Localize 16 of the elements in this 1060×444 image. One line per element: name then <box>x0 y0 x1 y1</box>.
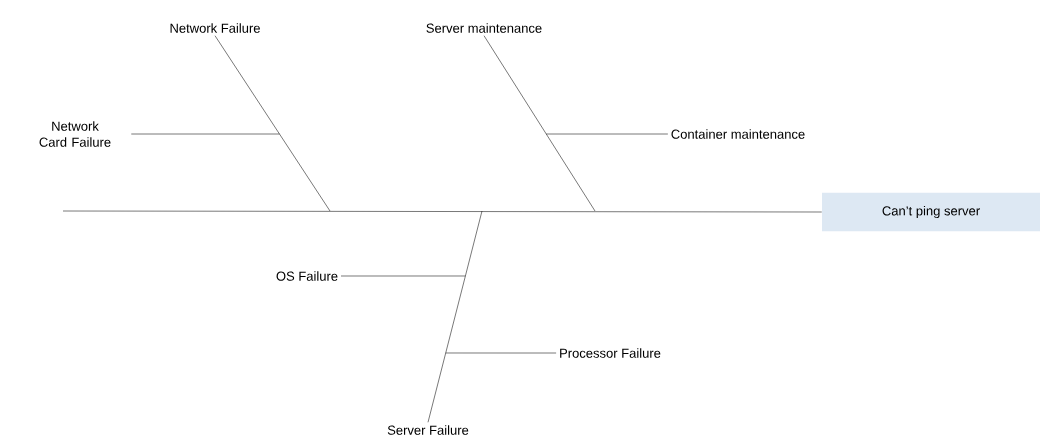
category-label: Network Failure <box>170 23 260 33</box>
cause-label: OS Failure <box>276 271 338 281</box>
branch-line <box>546 133 669 135</box>
cause-label: Container maintenance <box>671 129 805 139</box>
bone-line <box>483 35 596 212</box>
branch-line <box>445 352 557 354</box>
spine-line <box>62 210 822 213</box>
bone-line <box>214 35 331 212</box>
category-label: Server Failure <box>387 425 469 435</box>
bone-line <box>427 210 483 423</box>
cause-label: Processor Failure <box>560 348 661 358</box>
effect-box: Can’t ping server <box>822 192 1040 232</box>
cause-label: Network Card Failure <box>39 121 111 147</box>
branch-line <box>131 133 280 135</box>
category-label: Server maintenance <box>426 23 542 33</box>
branch-line <box>340 275 466 277</box>
